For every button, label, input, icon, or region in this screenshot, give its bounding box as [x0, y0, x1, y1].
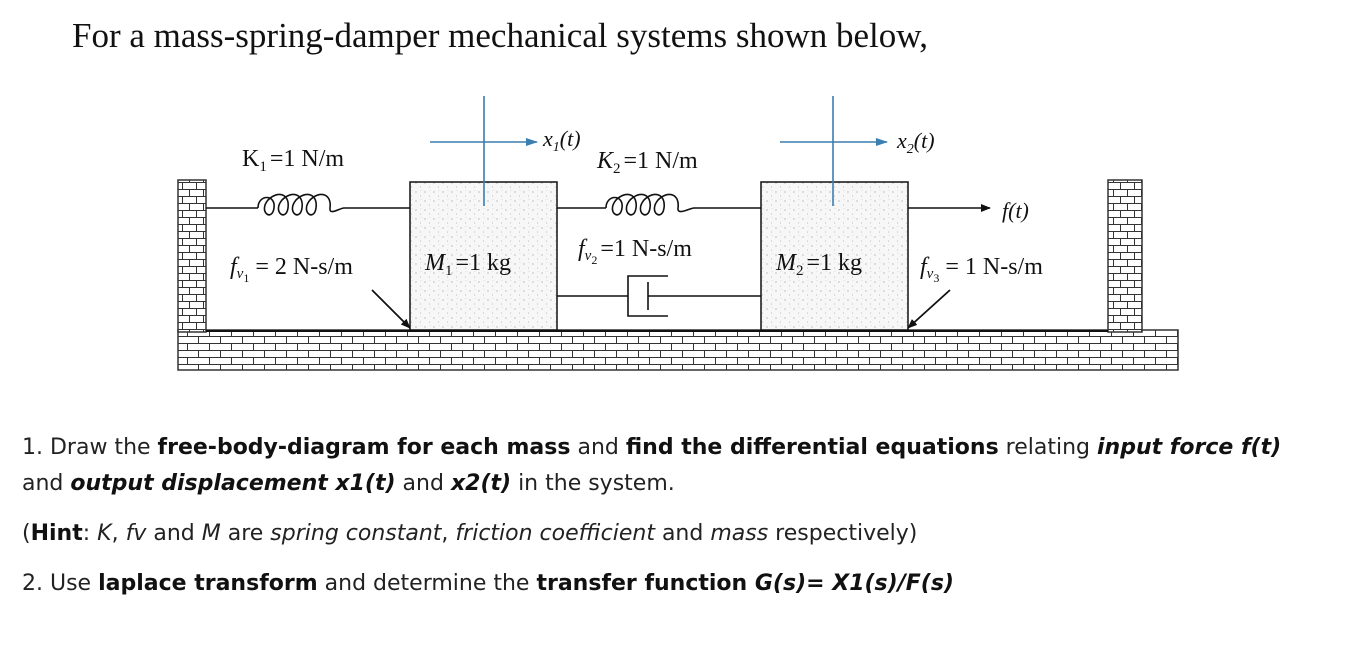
- damper-fv2: [557, 275, 761, 317]
- question-1-line-2: and output displacement x1(t) and x2(t) …: [22, 471, 675, 496]
- label-x2: x2(t): [896, 128, 935, 157]
- mass-m2: [760, 181, 909, 331]
- friction-arrow-fv1: [371, 289, 411, 329]
- label-m2: M2=1 kg: [775, 250, 862, 279]
- label-x1: x1(t): [542, 126, 581, 155]
- label-fv3: fv3= 1 N-s/m: [920, 254, 1043, 285]
- axis-x2: [780, 96, 888, 206]
- spring-k1: [206, 193, 410, 216]
- mass-m1: [409, 181, 558, 331]
- friction-arrow-fv3: [907, 289, 951, 329]
- hint-line: (Hint: K, fv and M are spring constant, …: [22, 521, 918, 546]
- question-1: 1. Draw the free-body-diagram for each m…: [22, 435, 1282, 460]
- label-fv1: fv1= 2 N-s/m: [230, 254, 353, 285]
- question-2: 2. Use laplace transform and determine t…: [22, 571, 954, 596]
- label-k2: K2=1 N/m: [596, 148, 698, 177]
- label-force: f(t): [1002, 198, 1029, 223]
- label-fv2: fv2=1 N-s/m: [578, 236, 692, 267]
- mass-spring-damper-diagram: K1=1 N/m K2=1 N/m x1(t) x2(t) f(t) fv1= …: [177, 96, 1179, 371]
- label-k1: K1=1 N/m: [242, 146, 344, 175]
- spring-k2: [557, 193, 761, 216]
- axis-x1: [430, 96, 538, 206]
- label-m1: M1=1 kg: [424, 250, 511, 279]
- ground: [177, 179, 1179, 371]
- page-title: For a mass-spring-damper mechanical syst…: [72, 16, 929, 55]
